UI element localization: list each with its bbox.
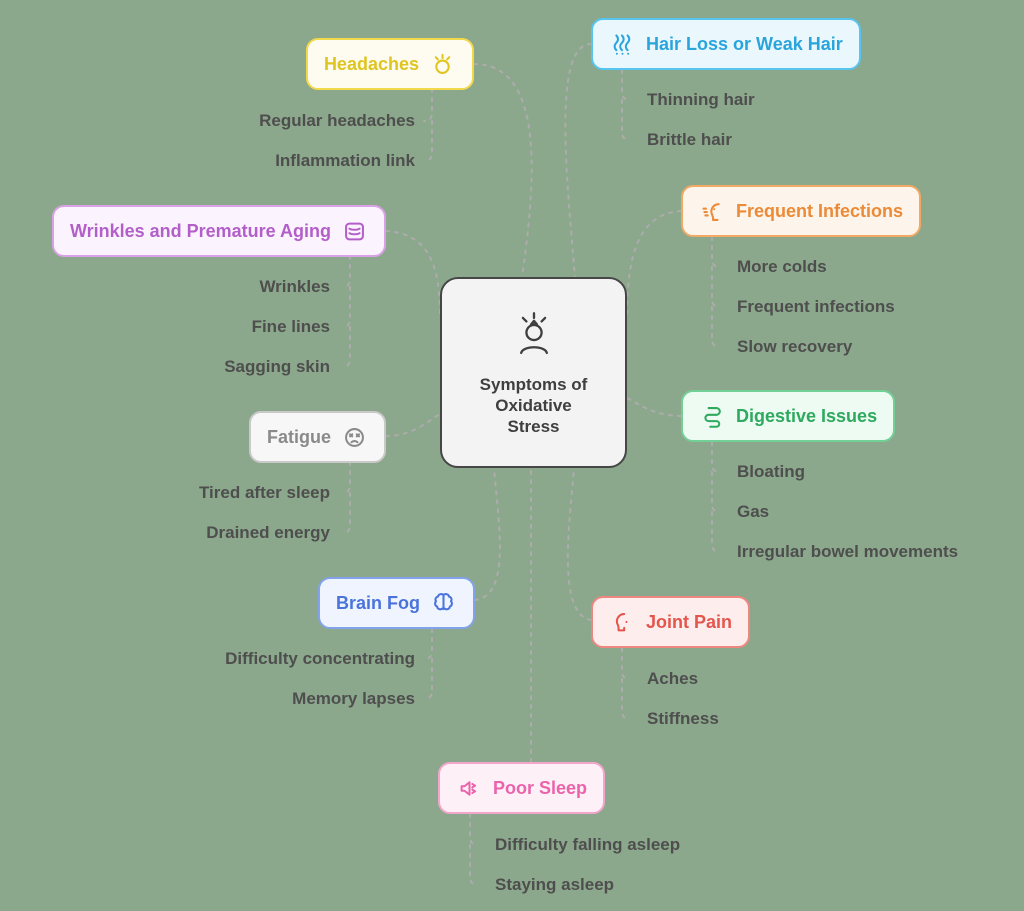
child-label: Staying asleep	[495, 875, 615, 894]
node-label: Fatigue	[266, 426, 331, 447]
child-label: Stiffness	[647, 709, 719, 728]
child-label: Sagging skin	[224, 357, 330, 376]
child-label: Fine lines	[251, 317, 330, 336]
node-wrinkles: Wrinkles and Premature Aging	[51, 205, 386, 257]
node-frequent-infections: Frequent Infections	[681, 185, 922, 237]
node-label: Wrinkles and Premature Aging	[69, 220, 331, 241]
intestine-icon	[699, 403, 726, 430]
stressed-person-icon	[506, 308, 562, 364]
child-label: Frequent infections	[737, 297, 895, 316]
child-label: Inflammation link	[275, 151, 415, 170]
child-label: Thinning hair	[647, 90, 755, 109]
node-label: Digestive Issues	[736, 405, 878, 426]
node-hair-loss: Hair Loss or Weak Hair	[591, 18, 861, 70]
node-label: Headaches	[323, 53, 419, 74]
child-label: Difficulty concentrating	[225, 649, 415, 668]
joint-pain-icon	[609, 609, 636, 636]
node-brain-fog: Brain Fog	[318, 577, 475, 629]
skin-wrinkles-icon	[341, 218, 368, 245]
megaphone-snore-icon	[456, 775, 483, 802]
child-label: More colds	[737, 257, 827, 276]
child-label: Memory lapses	[292, 689, 415, 708]
node-headaches: Headaches	[305, 38, 474, 90]
node-poor-sleep: Poor Sleep	[438, 762, 606, 814]
node-digestive-issues: Digestive Issues	[681, 390, 896, 442]
child-label: Regular headaches	[259, 111, 415, 130]
child-label: Drained energy	[206, 523, 330, 542]
child-label: Wrinkles	[259, 277, 330, 296]
node-label: Frequent Infections	[736, 200, 904, 221]
child-label: Gas	[737, 502, 770, 521]
child-label: Aches	[647, 669, 699, 688]
child-label: Slow recovery	[737, 337, 853, 356]
child-label: Irregular bowel movements	[737, 542, 959, 561]
hair-strands-icon	[609, 31, 636, 58]
node-label: Joint Pain	[646, 611, 733, 632]
sneeze-icon	[699, 198, 726, 225]
node-joint-pain: Joint Pain	[591, 596, 751, 648]
node-label: Poor Sleep	[493, 777, 588, 798]
node-label: Hair Loss or Weak Hair	[646, 33, 843, 54]
center-node: Symptoms of Oxidative Stress	[440, 277, 627, 468]
child-label: Tired after sleep	[198, 483, 330, 502]
brain-icon	[430, 590, 457, 617]
center-title: Symptoms of Oxidative Stress	[479, 374, 588, 437]
child-label: Bloating	[737, 462, 805, 481]
weary-face-icon	[341, 424, 368, 451]
child-label: Brittle hair	[647, 130, 733, 149]
node-fatigue: Fatigue	[248, 411, 386, 463]
headache-icon	[429, 51, 456, 78]
node-label: Brain Fog	[336, 592, 420, 613]
child-label: Difficulty falling asleep	[495, 835, 681, 854]
